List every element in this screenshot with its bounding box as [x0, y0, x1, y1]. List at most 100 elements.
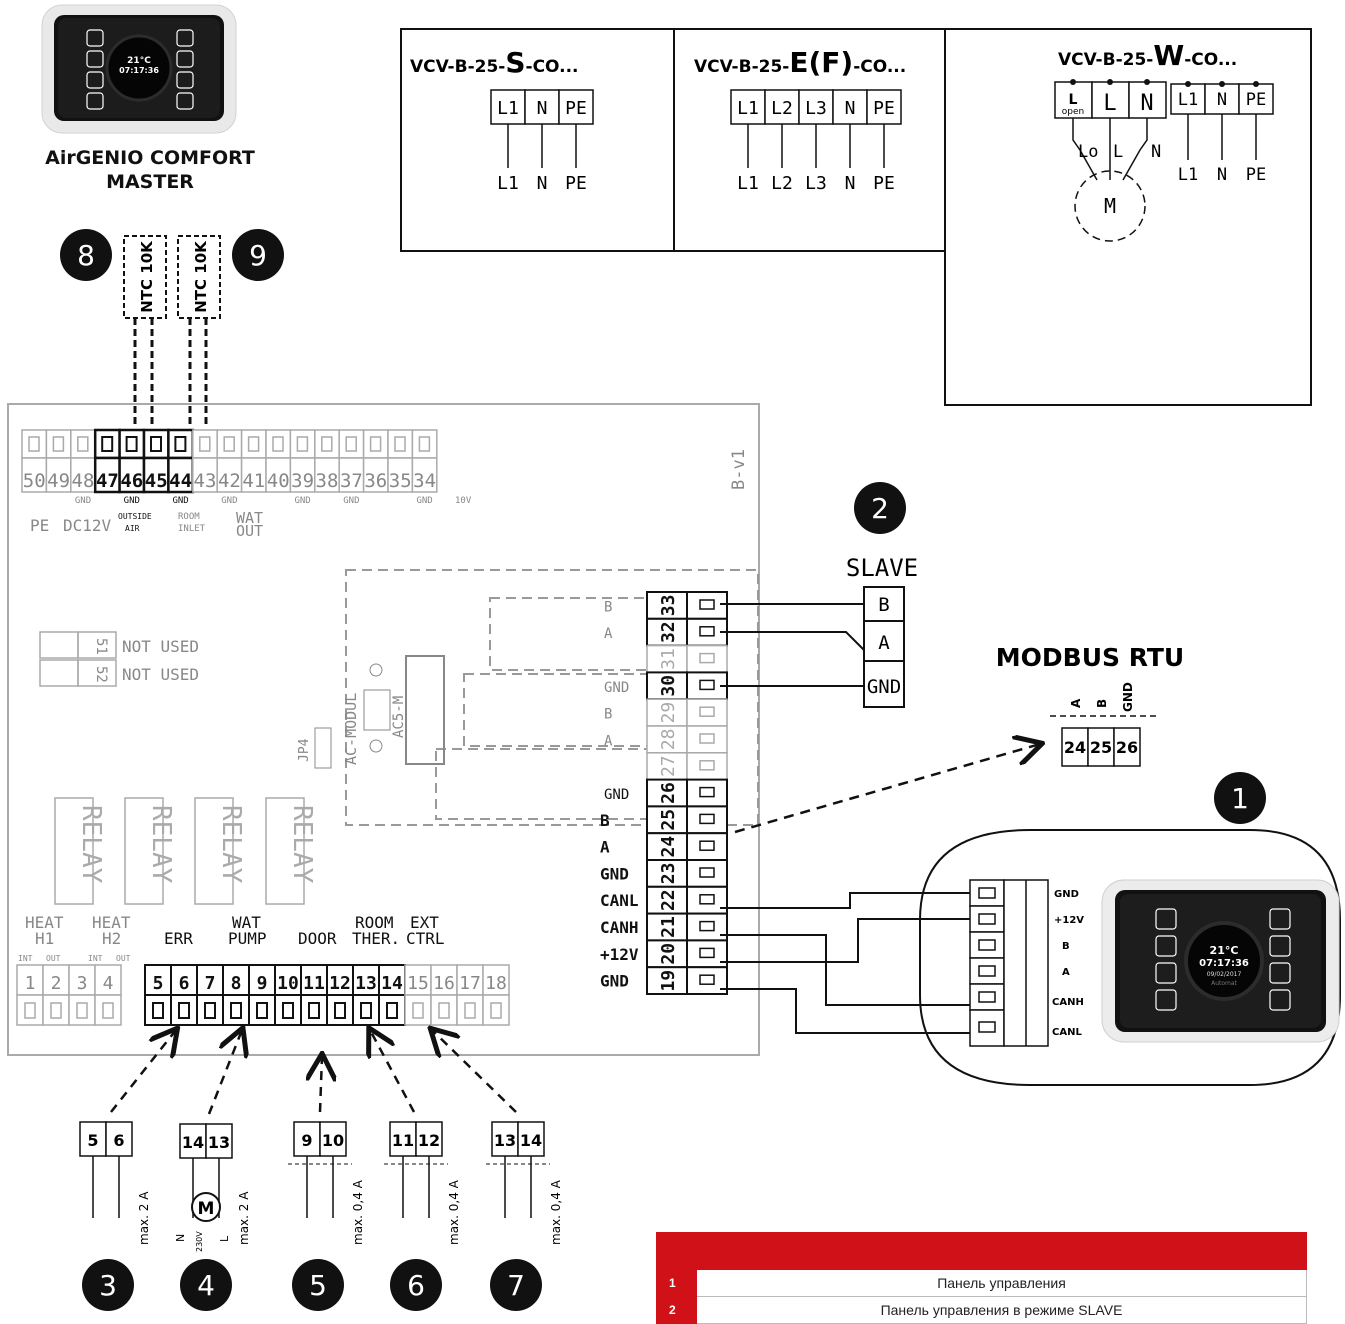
svg-text:CANL: CANL	[1052, 1027, 1082, 1038]
svg-text:WAT: WAT	[236, 509, 263, 527]
right-terminal-number: 33	[658, 595, 679, 617]
output-terminal: 9	[301, 1131, 312, 1150]
top-terminal-number: 37	[340, 470, 363, 492]
svg-text:PE: PE	[873, 98, 895, 119]
svg-text:L: L	[1113, 142, 1123, 162]
settings-icon	[176, 92, 194, 110]
svg-text:Lo: Lo	[1078, 142, 1098, 162]
svg-text:09/02/2017: 09/02/2017	[1207, 971, 1242, 978]
svg-text:WAT: WAT	[232, 913, 261, 932]
output-terminal: 14	[182, 1133, 204, 1152]
gnd-label: GND	[416, 496, 432, 506]
svg-text:52: 52	[93, 666, 109, 683]
right-terminal-label: GND	[600, 972, 629, 991]
top-terminal-number: 44	[169, 470, 192, 492]
svg-text:OUTSIDE: OUTSIDE	[118, 512, 152, 521]
top-terminal-number: 50	[23, 470, 46, 492]
right-terminal-number: 31	[658, 648, 679, 670]
svg-text:+12V: +12V	[1054, 915, 1084, 926]
output-number: 5	[309, 1269, 327, 1302]
output-number: 6	[407, 1269, 425, 1302]
svg-text:21°C: 21°C	[1210, 944, 1239, 957]
svg-text:07:17:36: 07:17:36	[1199, 958, 1249, 969]
svg-text:L3: L3	[805, 173, 827, 194]
output-terminal: 13	[208, 1133, 230, 1152]
gnd-label: GND	[294, 496, 310, 506]
right-terminal-number: 26	[658, 782, 679, 804]
svg-text:GND: GND	[867, 676, 901, 698]
gnd-label: GND	[221, 496, 237, 506]
svg-text:NTC 10K: NTC 10K	[138, 240, 156, 313]
top-terminal-number: 38	[316, 470, 339, 492]
svg-text:2: 2	[871, 492, 889, 525]
right-terminal-number: 19	[658, 970, 679, 992]
svg-text:24: 24	[1064, 738, 1086, 757]
top-terminal-number: 45	[145, 470, 168, 492]
bottom-terminal-number: 3	[77, 973, 88, 994]
svg-text:B: B	[878, 594, 889, 616]
bottom-terminal-number: 7	[205, 973, 216, 994]
svg-text:51: 51	[93, 638, 109, 655]
svg-text:25: 25	[1090, 738, 1112, 757]
svg-text:open: open	[1062, 107, 1084, 117]
svg-text:9: 9	[249, 239, 267, 272]
top-screen-time: 07:17:36	[119, 66, 159, 75]
ntc-sensors: 8 9 NTC 10K NTC 10K	[60, 229, 284, 428]
bottom-terminal-number: 2	[51, 973, 62, 994]
top-terminal-number: 34	[413, 470, 436, 492]
output-terminal: 6	[113, 1131, 124, 1150]
search-icon	[1269, 962, 1291, 984]
right-terminal-number: 24	[658, 836, 679, 858]
gnd-label: GND	[172, 496, 188, 506]
svg-text:L2: L2	[771, 98, 793, 119]
right-terminal-label: +12V	[600, 945, 639, 964]
right-terminal-label: GND	[604, 680, 629, 696]
svg-text:N: N	[537, 98, 548, 119]
relay-label: RELAY	[146, 805, 176, 884]
svg-text:INLET: INLET	[178, 524, 206, 534]
top-terminal-number: 47	[96, 470, 119, 492]
board: B-v1	[7, 403, 760, 1056]
svg-text:N: N	[845, 98, 856, 119]
svg-text:10V: 10V	[455, 496, 472, 506]
svg-text:NTC 10K: NTC 10K	[192, 240, 210, 313]
svg-text:PUMP: PUMP	[228, 929, 267, 948]
right-terminal-label: B	[604, 707, 612, 723]
svg-text:H1: H1	[35, 929, 54, 948]
svg-text:PE: PE	[565, 98, 587, 119]
right-terminal-label: B	[604, 599, 612, 615]
right-terminal-number: 27	[658, 755, 679, 777]
right-terminal-number: 28	[658, 729, 679, 751]
variant-s: VCV-B-25-S-CO... L1 N PE L1 N PE	[410, 46, 594, 194]
svg-text:THER.: THER.	[352, 929, 400, 948]
svg-text:GND: GND	[1121, 682, 1135, 712]
top-screen-temp: 21°C	[127, 56, 151, 66]
svg-text:L1: L1	[497, 173, 519, 194]
bottom-terminal-number: 18	[485, 973, 507, 994]
right-terminal-label: A	[604, 626, 613, 642]
output-number: 7	[507, 1269, 525, 1302]
svg-text:ROOM: ROOM	[355, 913, 394, 932]
legend-row: 2 Панель управления в режиме SLAVE	[656, 1296, 1307, 1324]
svg-text:NOT USED: NOT USED	[122, 637, 199, 656]
svg-text:Automat: Automat	[1211, 980, 1237, 987]
output-terminal: 11	[392, 1131, 414, 1150]
bottom-terminal-number: 5	[153, 973, 164, 994]
gnd-label: GND	[75, 496, 91, 506]
variant-w: VCV-B-25-W-CO... L open L N L1 N PE L1 N…	[1054, 39, 1274, 242]
svg-text:VCV-B-25-E(F)-CO...: VCV-B-25-E(F)-CO...	[694, 46, 906, 79]
output-number: 4	[197, 1269, 215, 1302]
thermometer-icon	[1269, 935, 1291, 957]
bottom-terminal-number: 15	[407, 973, 429, 994]
svg-text:L2: L2	[771, 173, 793, 194]
svg-text:GND: GND	[1054, 889, 1079, 900]
svg-text:N: N	[1217, 90, 1227, 110]
svg-text:VCV-B-25-S-CO...: VCV-B-25-S-CO...	[410, 46, 579, 79]
svg-text:HEAT: HEAT	[92, 913, 131, 932]
bottom-terminal-number: 10	[277, 973, 299, 994]
output-max-current: max. 0,4 A	[447, 1179, 461, 1245]
power-icon	[1155, 908, 1177, 930]
right-terminal-label: GND	[600, 864, 629, 883]
bottom-terminal-number: 1	[25, 973, 36, 994]
